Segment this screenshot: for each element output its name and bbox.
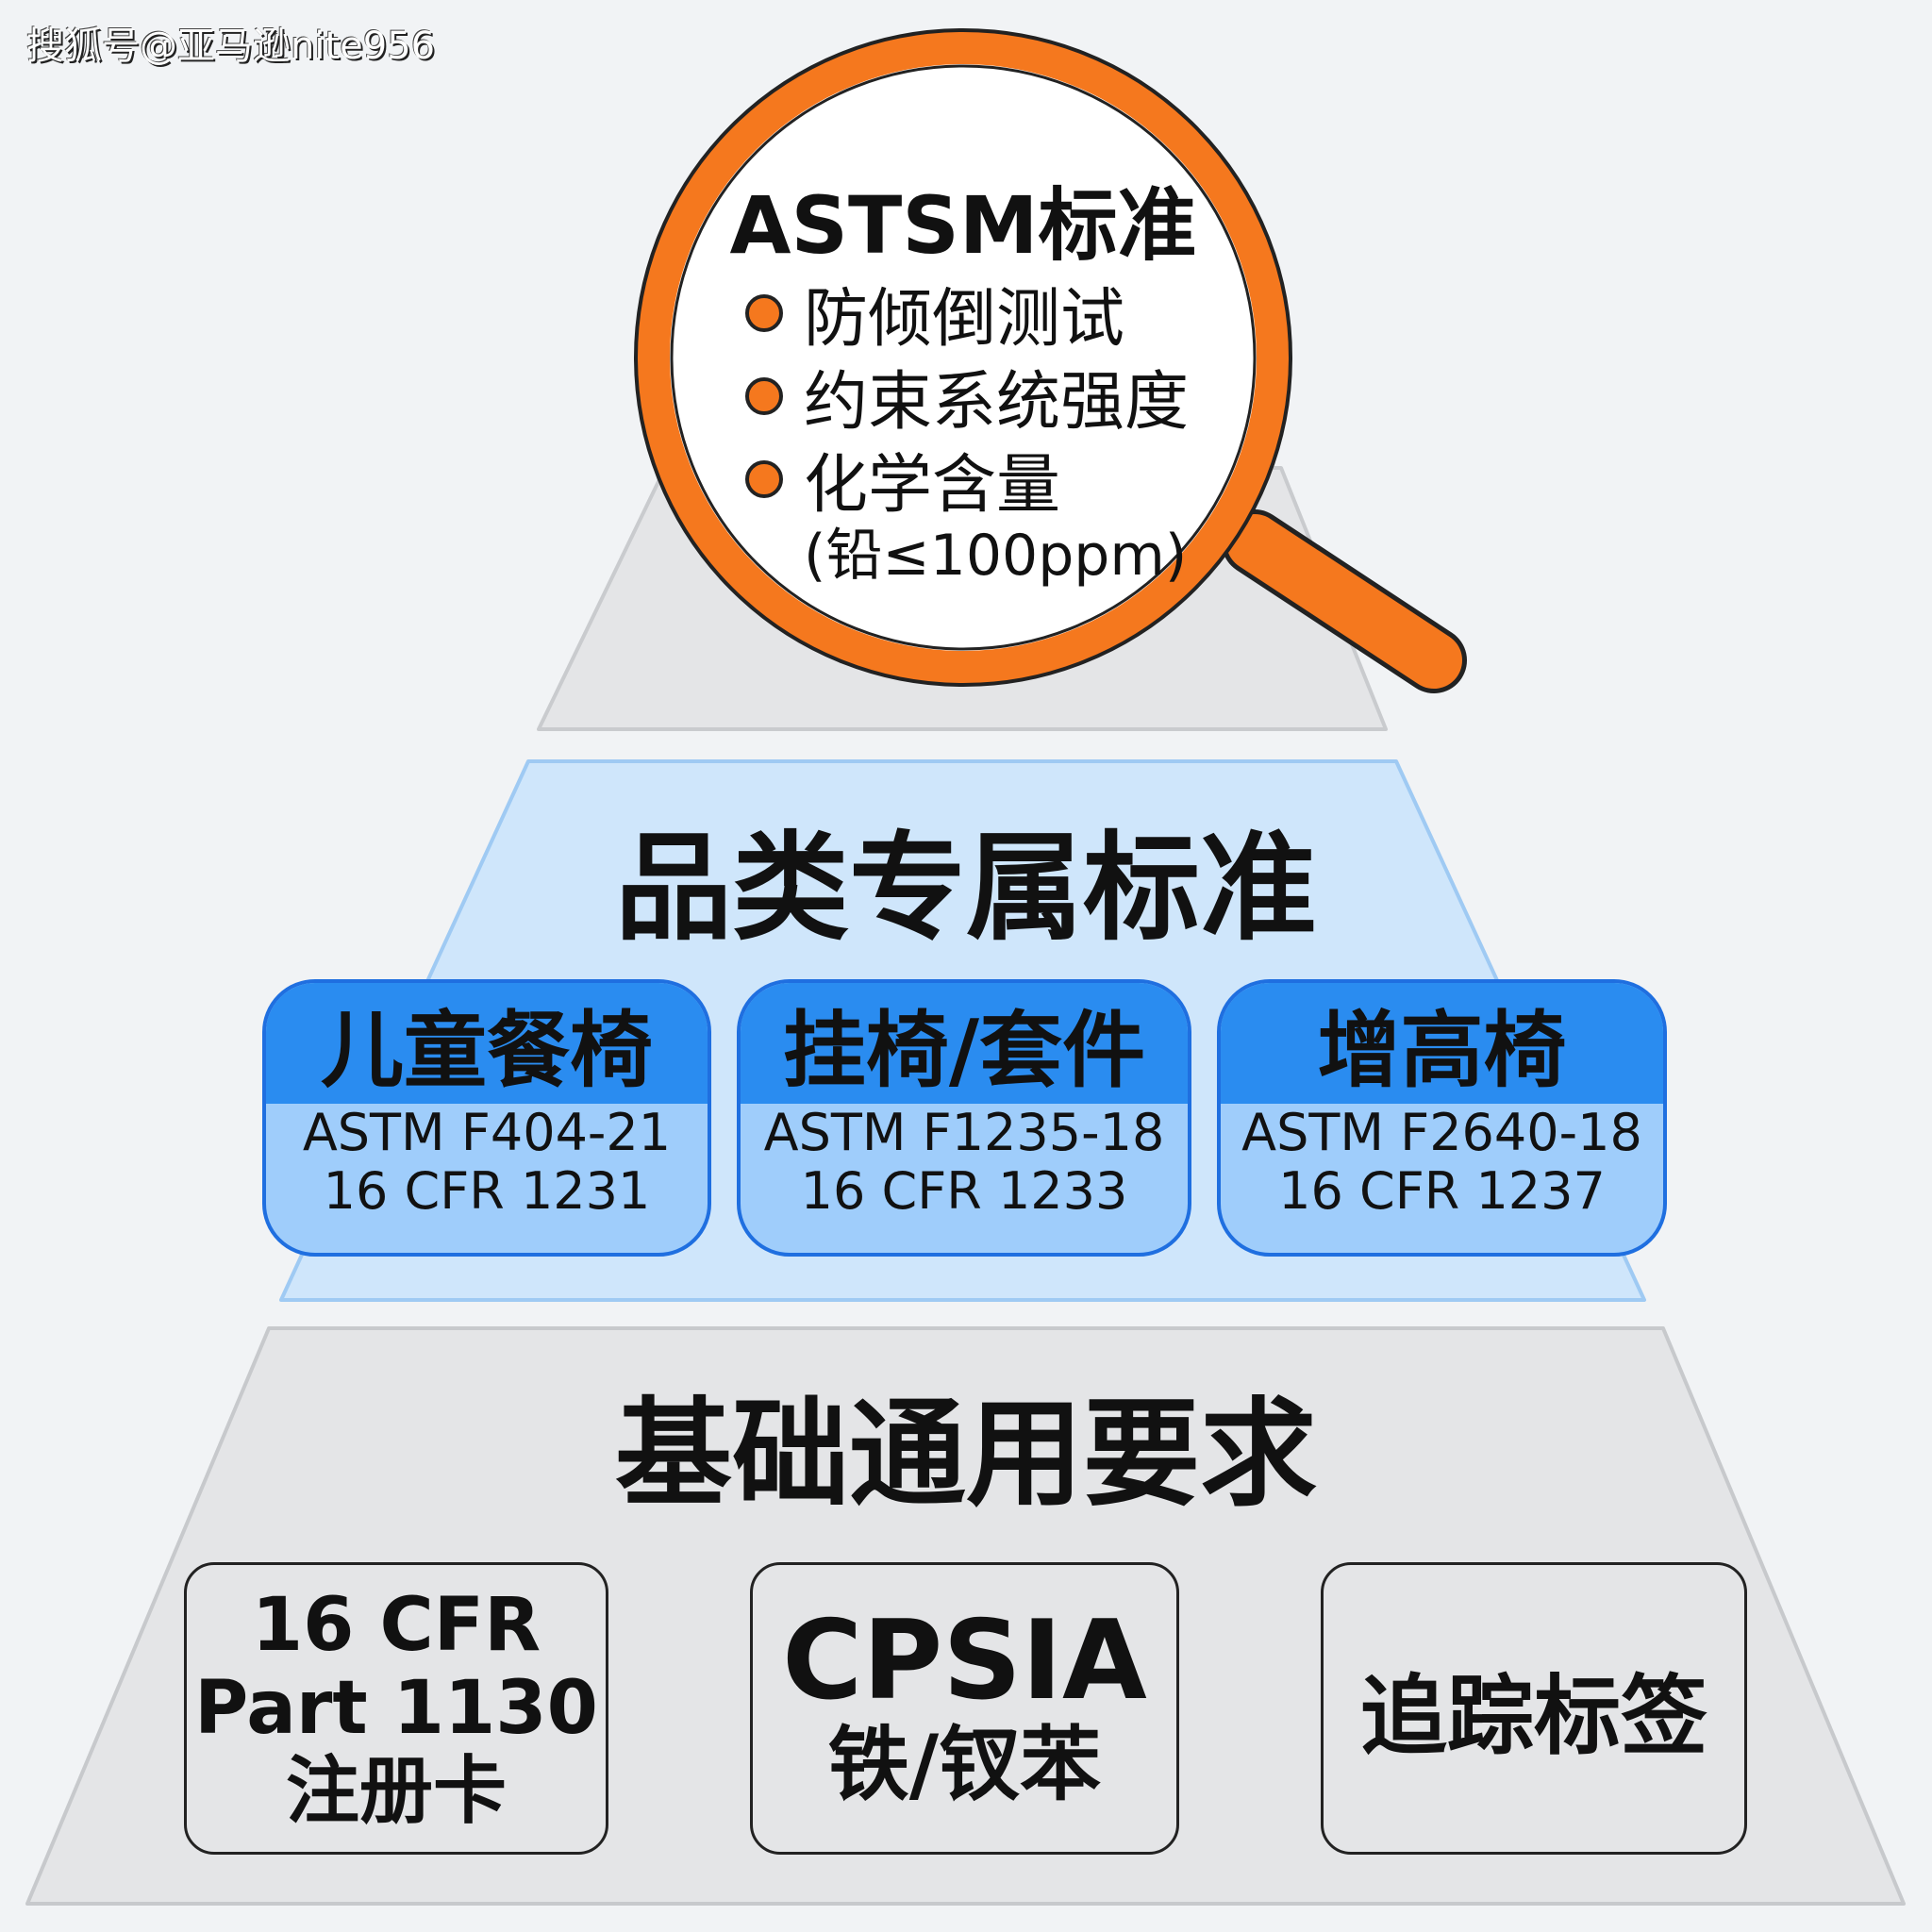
card-standard: ASTM F404-21	[302, 1103, 672, 1162]
card-standard: ASTM F1235-18	[763, 1103, 1165, 1162]
bullet-icon	[745, 293, 783, 332]
top-tier-item: 防倾倒测试	[745, 266, 1124, 359]
requirement-box: CPSIA 铁/钗苯	[750, 1562, 1179, 1855]
box-line: CPSIA	[782, 1597, 1147, 1724]
watermark: 搜狐号@亚马逊nite956	[26, 25, 436, 68]
middle-tier-title: 品类专属标准	[614, 821, 1318, 957]
card-title: 增高椅	[1221, 983, 1663, 1104]
category-card: 挂椅/套件 ASTM F1235-18 16 CFR 1233	[737, 979, 1191, 1257]
card-standard: ASTM F2640-18	[1241, 1103, 1642, 1162]
bullet-icon	[745, 459, 783, 498]
card-title: 挂椅/套件	[741, 983, 1188, 1104]
box-line: 铁/钗苯	[827, 1718, 1102, 1812]
card-standard: 16 CFR 1233	[800, 1161, 1128, 1221]
box-line: 注册卡	[285, 1749, 507, 1834]
card-standard: 16 CFR 1231	[323, 1161, 651, 1221]
item-label: 约束系统强度	[804, 365, 1190, 440]
box-line: 16 CFR	[251, 1583, 541, 1668]
item-label: 防倾倒测试	[804, 282, 1125, 357]
bullet-icon	[745, 376, 783, 415]
box-line: Part 1130	[194, 1666, 598, 1751]
top-tier-item: 约束系统强度	[745, 349, 1189, 442]
bottom-tier-title: 基础通用要求	[614, 1387, 1318, 1523]
top-tier-item: 化学含量	[745, 432, 1060, 525]
item-label: 化学含量	[804, 448, 1061, 523]
card-standard: 16 CFR 1237	[1278, 1161, 1606, 1221]
top-tier-note: (铅≤100ppm)	[804, 523, 1188, 589]
bottom-tier-shape	[25, 1326, 1906, 1906]
requirement-box: 16 CFR Part 1130 注册卡	[184, 1562, 608, 1855]
magnifier-icon	[634, 28, 1467, 693]
category-card: 增高椅 ASTM F2640-18 16 CFR 1237	[1217, 979, 1667, 1257]
card-title: 儿童餐椅	[266, 983, 708, 1104]
requirement-box: 追踪标签	[1321, 1562, 1747, 1855]
category-card: 儿童餐椅 ASTM F404-21 16 CFR 1231	[262, 979, 711, 1257]
box-line: 追踪标签	[1359, 1665, 1707, 1767]
top-tier-title: ASTSM标准	[729, 179, 1197, 272]
